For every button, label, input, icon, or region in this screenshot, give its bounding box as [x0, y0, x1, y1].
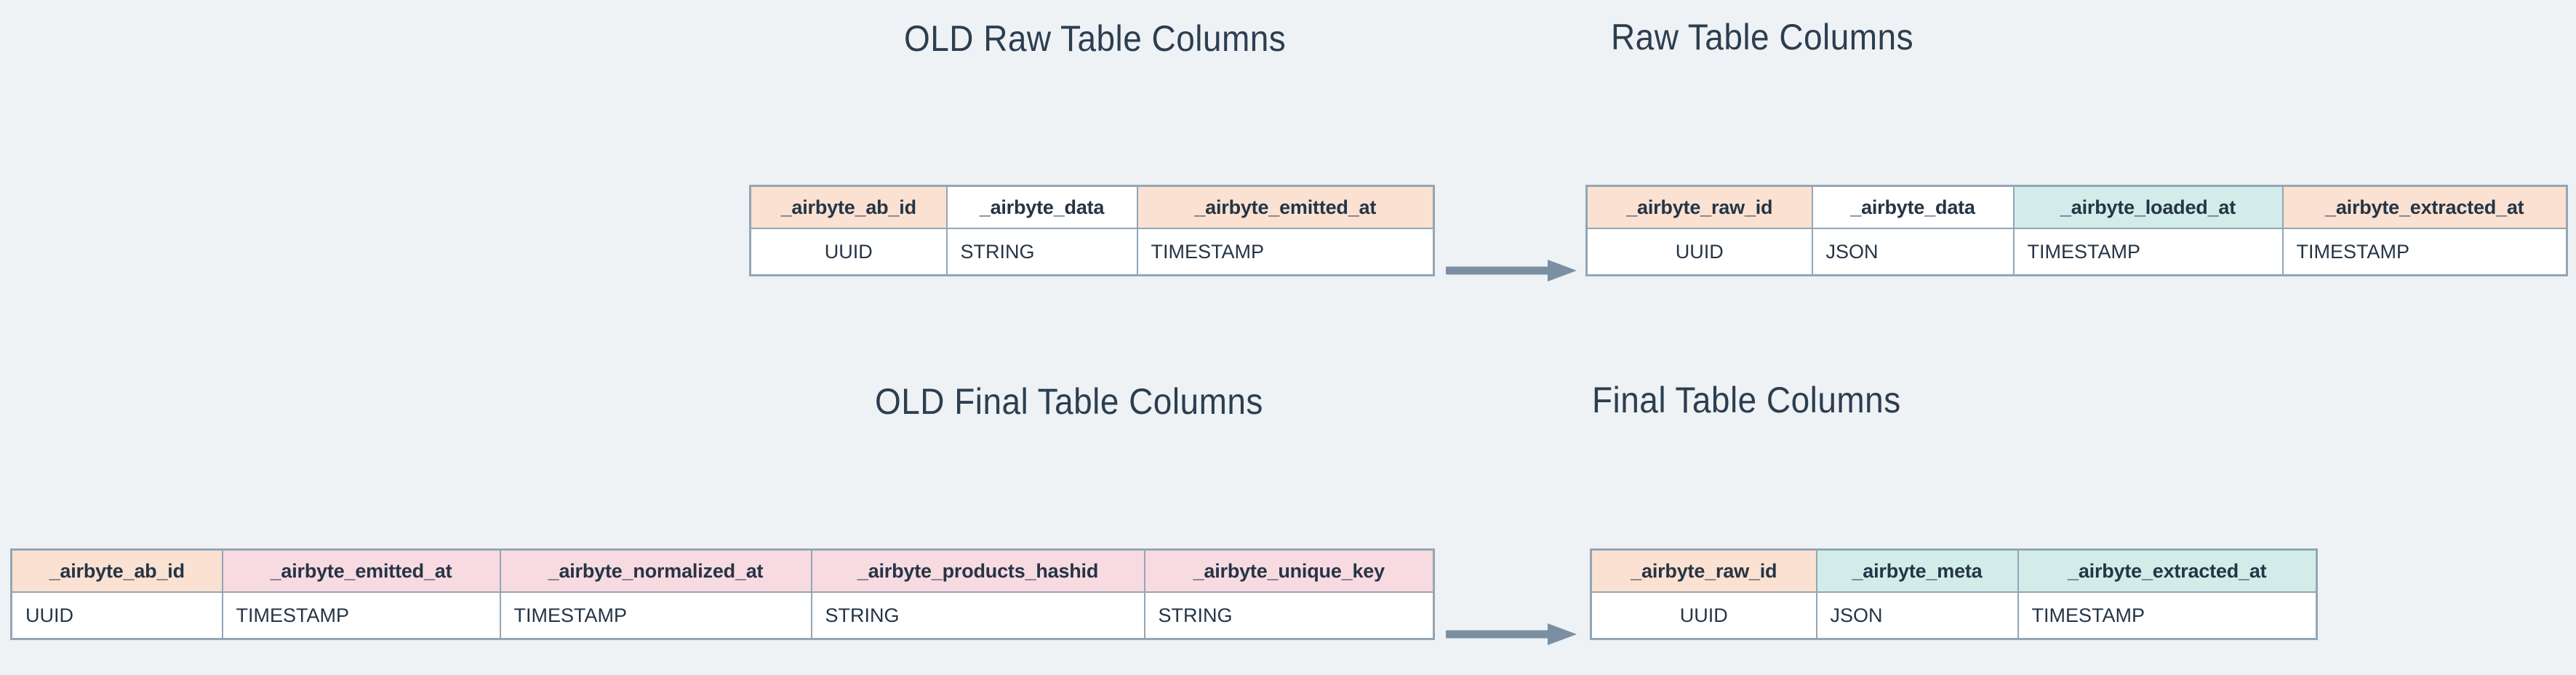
column-type-cell: TIMESTAMP: [2281, 228, 2568, 276]
table-type-row: UUID JSON TIMESTAMP: [1590, 591, 2318, 640]
table-header-row: _airbyte_ab_id _airbyte_data _airbyte_em…: [749, 185, 1435, 229]
new-final-table-title: Final Table Columns: [1592, 380, 1901, 420]
column-header-cell: _airbyte_extracted_at: [2281, 185, 2568, 229]
column-type-cell: UUID: [10, 591, 223, 640]
column-header-cell: _airbyte_meta: [1815, 548, 2019, 593]
column-header-cell: _airbyte_products_hashid: [810, 548, 1145, 593]
column-type-cell: STRING: [1143, 591, 1435, 640]
final-transform-arrow-icon: [1446, 620, 1578, 649]
column-header-cell: _airbyte_loaded_at: [2012, 185, 2284, 229]
column-header-cell: _airbyte_raw_id: [1590, 548, 1817, 593]
column-type-cell: UUID: [1590, 591, 1817, 640]
table-type-row: UUID TIMESTAMP TIMESTAMP STRING STRING: [10, 591, 1435, 640]
new-raw-table-title: Raw Table Columns: [1611, 17, 1914, 57]
table-header-row: _airbyte_raw_id _airbyte_data _airbyte_l…: [1585, 185, 2568, 229]
column-type-cell: STRING: [810, 591, 1145, 640]
old-final-table: _airbyte_ab_id _airbyte_emitted_at _airb…: [10, 548, 1435, 640]
old-raw-table: _airbyte_ab_id _airbyte_data _airbyte_em…: [749, 185, 1435, 276]
column-header-cell: _airbyte_ab_id: [749, 185, 948, 229]
old-final-table-title: OLD Final Table Columns: [875, 381, 1263, 422]
table-header-row: _airbyte_raw_id _airbyte_meta _airbyte_e…: [1590, 548, 2318, 593]
column-type-cell: STRING: [945, 228, 1138, 276]
column-header-cell: _airbyte_extracted_at: [2017, 548, 2318, 593]
column-type-cell: UUID: [1585, 228, 1813, 276]
column-header-cell: _airbyte_ab_id: [10, 548, 223, 593]
column-type-cell: UUID: [749, 228, 948, 276]
table-header-row: _airbyte_ab_id _airbyte_emitted_at _airb…: [10, 548, 1435, 593]
column-header-cell: _airbyte_emitted_at: [1136, 185, 1435, 229]
column-header-cell: _airbyte_data: [1811, 185, 2015, 229]
raw-transform-arrow-icon: [1446, 256, 1578, 285]
table-type-row: UUID JSON TIMESTAMP TIMESTAMP: [1585, 228, 2568, 276]
column-header-cell: _airbyte_emitted_at: [221, 548, 501, 593]
table-type-row: UUID STRING TIMESTAMP: [749, 228, 1435, 276]
column-type-cell: JSON: [1811, 228, 2015, 276]
column-type-cell: TIMESTAMP: [2012, 228, 2284, 276]
column-type-cell: TIMESTAMP: [221, 591, 501, 640]
column-header-cell: _airbyte_data: [945, 185, 1138, 229]
old-raw-table-title: OLD Raw Table Columns: [904, 18, 1287, 59]
column-type-cell: TIMESTAMP: [499, 591, 812, 640]
column-type-cell: JSON: [1815, 591, 2019, 640]
column-type-cell: TIMESTAMP: [1136, 228, 1435, 276]
column-type-cell: TIMESTAMP: [2017, 591, 2318, 640]
column-header-cell: _airbyte_normalized_at: [499, 548, 812, 593]
column-header-cell: _airbyte_raw_id: [1585, 185, 1813, 229]
new-final-table: _airbyte_raw_id _airbyte_meta _airbyte_e…: [1590, 548, 2318, 640]
new-raw-table: _airbyte_raw_id _airbyte_data _airbyte_l…: [1585, 185, 2568, 276]
column-header-cell: _airbyte_unique_key: [1143, 548, 1435, 593]
